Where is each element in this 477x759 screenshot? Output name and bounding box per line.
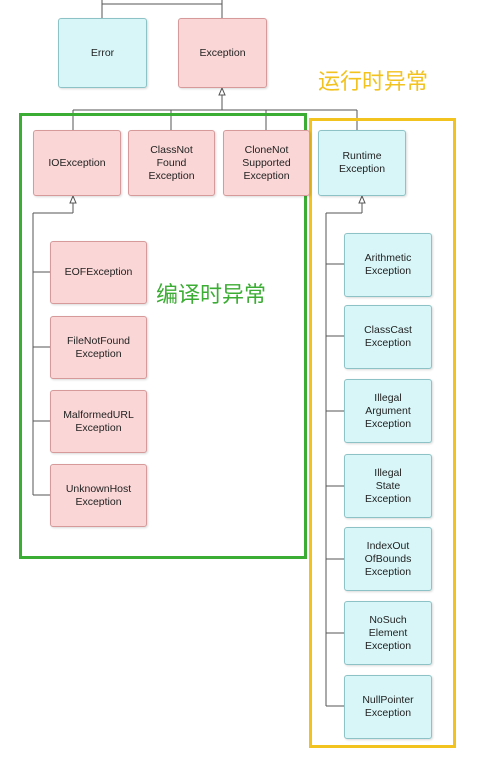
error-node: Error xyxy=(58,18,147,88)
unknownhost-node: UnknownHost Exception xyxy=(50,464,147,527)
clonenotsupported-node: CloneNot Supported Exception xyxy=(223,130,310,196)
exception-node: Exception xyxy=(178,18,267,88)
illegalargument-node: Illegal Argument Exception xyxy=(344,379,432,443)
runtime-exceptions-frame xyxy=(309,118,456,748)
ioexception-node: IOException xyxy=(33,130,121,196)
runtime-exception-label: 运行时异常 xyxy=(318,70,429,95)
nosuchelement-node: NoSuch Element Exception xyxy=(344,601,432,665)
runtimeexception-node: Runtime Exception xyxy=(318,130,406,196)
compile-time-exceptions-frame xyxy=(19,113,307,559)
classcast-node: ClassCast Exception xyxy=(344,305,432,369)
nullpointer-node: NullPointer Exception xyxy=(344,675,432,739)
filenotfound-node: FileNotFound Exception xyxy=(50,316,147,379)
arithmetic-node: Arithmetic Exception xyxy=(344,233,432,297)
malformedurl-node: MalformedURL Exception xyxy=(50,390,147,453)
indexoutofbounds-node: IndexOut OfBounds Exception xyxy=(344,527,432,591)
classnotfound-node: ClassNot Found Exception xyxy=(128,130,215,196)
illegalstate-node: Illegal State Exception xyxy=(344,454,432,518)
eofexception-node: EOFException xyxy=(50,241,147,304)
compile-exception-label: 编译时异常 xyxy=(156,283,267,308)
